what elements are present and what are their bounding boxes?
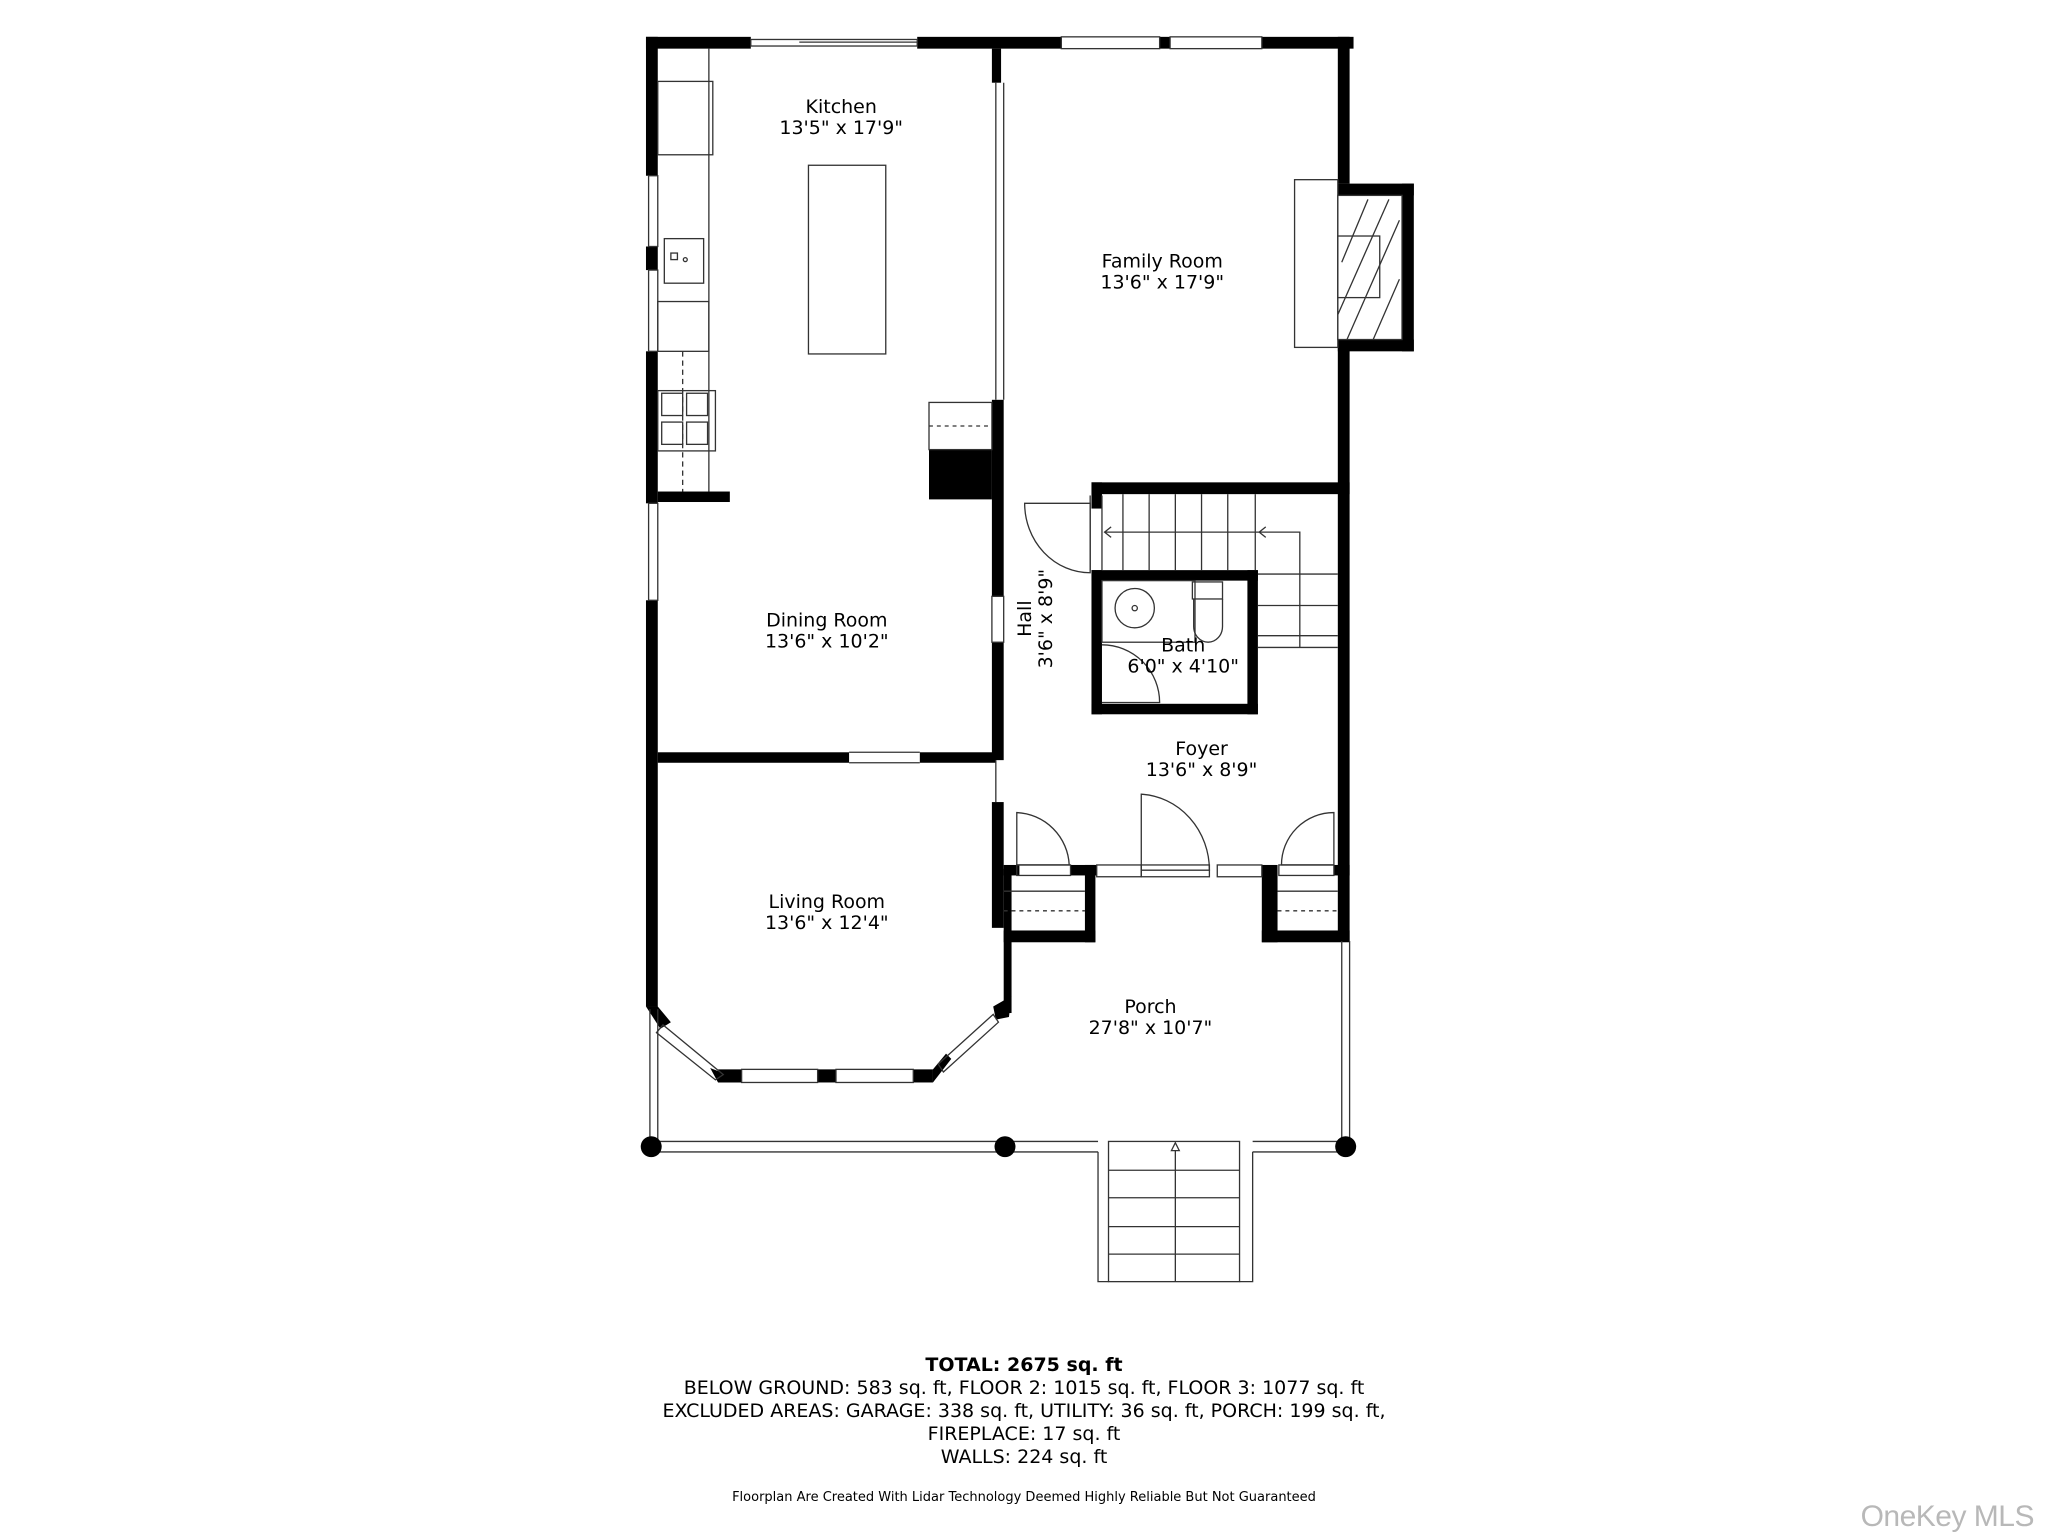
room-labels: Kitchen 13'5" x 17'9" Family Room 13'6" …	[765, 96, 1257, 1039]
room-dims-living: 13'6" x 12'4"	[765, 912, 889, 934]
room-dims-family: 13'6" x 17'9"	[1100, 271, 1224, 293]
room-name-hall: Hall	[1014, 600, 1036, 636]
disclaimer-text: Floorplan Are Created With Lidar Technol…	[732, 1490, 1316, 1505]
room-name-bath: Bath	[1161, 634, 1205, 656]
porch-posts	[640, 1136, 1357, 1158]
room-dims-dining: 13'6" x 10'2"	[765, 630, 889, 652]
room-dims-porch: 27'8" x 10'7"	[1089, 1017, 1213, 1039]
room-name-living: Living Room	[769, 891, 886, 913]
staircase-treads	[1103, 494, 1338, 649]
room-dims-hall: 3'6" x 8'9"	[1035, 569, 1057, 669]
room-name-kitchen: Kitchen	[806, 96, 877, 118]
mls-watermark: OneKey MLS	[1860, 1500, 2035, 1533]
floor-areas: BELOW GROUND: 583 sq. ft, FLOOR 2: 1015 …	[683, 1377, 1365, 1399]
fixtures	[647, 36, 1403, 1283]
area-summary: TOTAL: 2675 sq. ft BELOW GROUND: 583 sq.…	[0, 1354, 2048, 1469]
room-dims-kitchen: 13'5" x 17'9"	[779, 117, 903, 139]
room-name-family: Family Room	[1102, 250, 1223, 272]
exterior-walls	[645, 36, 1414, 1083]
room-name-dining: Dining Room	[766, 609, 887, 631]
room-dims-bath: 6'0" x 4'10"	[1127, 655, 1239, 677]
walls-area: WALLS: 224 sq. ft	[940, 1446, 1108, 1468]
excluded-areas: EXCLUDED AREAS: GARAGE: 338 sq. ft, UTIL…	[662, 1400, 1386, 1422]
room-dims-foyer: 13'6" x 8'9"	[1146, 759, 1258, 781]
room-name-foyer: Foyer	[1175, 738, 1228, 760]
fireplace-area: FIREPLACE: 17 sq. ft	[927, 1423, 1121, 1445]
total-area: TOTAL: 2675 sq. ft	[925, 1354, 1123, 1376]
room-name-porch: Porch	[1124, 996, 1176, 1018]
